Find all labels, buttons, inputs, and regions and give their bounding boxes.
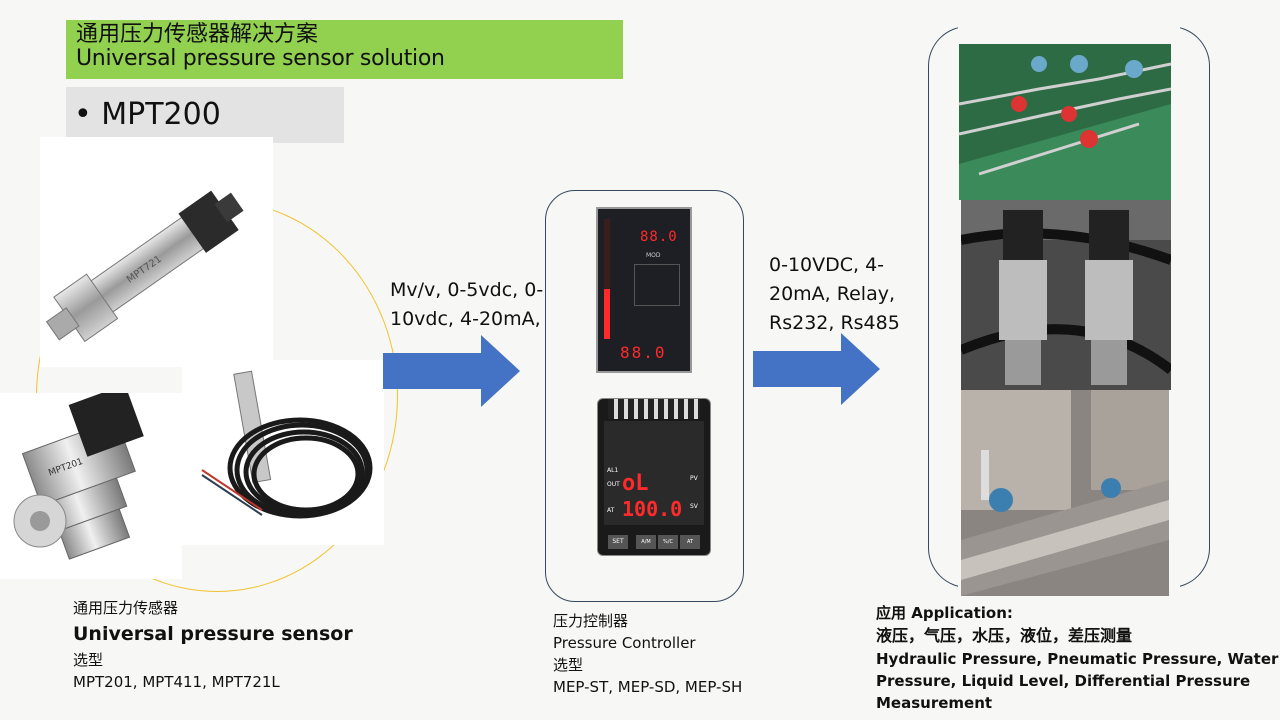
controller-frame [545,190,744,602]
mod-button[interactable]: MOD [646,252,661,259]
at-key[interactable]: AT [680,535,700,549]
sensor-caption-en: Universal pressure sensor [73,623,353,645]
controller-caption-cn: 压力控制器 [553,612,629,630]
sensor-photo-din: MPT201 [0,393,182,579]
pv-display: oL [622,471,649,496]
application-caption-en-1: Hydraulic Pressure, Pneumatic Pressure, … [876,650,1279,668]
arrow-right-icon-2 [753,333,880,405]
sensor-caption-cn: 通用压力传感器 [73,599,179,617]
arrow-right-icon-1 [383,335,520,407]
am-key[interactable]: A/M [636,535,656,549]
application-caption-cn: 液压，气压，水压，液位，差压测量 [876,626,1133,645]
sv-display: 100.0 [622,497,683,521]
controller-output-line-3: Rs232, Rs485 [769,312,900,334]
application-caption-en-3: Measurement [876,694,993,712]
title-english: Universal pressure sensor solution [76,46,445,71]
controller-caption-select: 选型 [553,656,584,674]
pc-key[interactable]: %/C [658,535,678,549]
application-photo-pipe [961,390,1169,596]
sensor-photo-level [182,360,384,545]
pv-label: PV [690,475,698,482]
application-caption-en-2: Pressure, Liquid Level, Differential Pre… [876,672,1251,690]
title-banner: 通用压力传感器解决方案 Universal pressure sensor so… [66,20,623,79]
model-label: • MPT200 [74,97,221,132]
bar-bottom-display: 88.0 [620,343,667,362]
sensor-caption-models: MPT201, MPT411, MPT721L [73,673,280,691]
controller-photo-pid: AL1 OUT AT oL PV 100.0 SV SET A/M %/C AT [597,398,711,556]
controller-output-line-1: 0-10VDC, 4- [769,254,885,276]
title-chinese: 通用压力传感器解决方案 [76,22,319,47]
sensor-photo-transmitter: MPT721 [40,137,273,367]
label-al1: AL1 [607,467,619,474]
label-out: OUT [607,481,620,488]
controller-output-line-2: 20mA, Relay, [769,283,896,305]
signal-output-line-1: Mv/v, 0-5vdc, 0- [390,279,544,301]
model-box: • MPT200 [66,87,344,143]
application-photo-sensors [961,200,1171,390]
application-photo-pipework [959,44,1171,200]
sensor-caption-select: 选型 [73,651,104,669]
application-caption-title: 应用 Application: [876,604,1013,622]
controller-caption-en: Pressure Controller [553,634,696,652]
label-at: AT [607,507,615,514]
bar-top-display: 88.0 [640,229,678,245]
controller-caption-models: MEP-ST, MEP-SD, MEP-SH [553,678,743,696]
controller-photo-bargraph: 88.0 MOD 88.0 [596,207,692,373]
signal-output-line-2: 10vdc, 4-20mA, [390,308,541,330]
sv-label: SV [690,503,698,510]
set-button[interactable]: SET [608,535,628,549]
